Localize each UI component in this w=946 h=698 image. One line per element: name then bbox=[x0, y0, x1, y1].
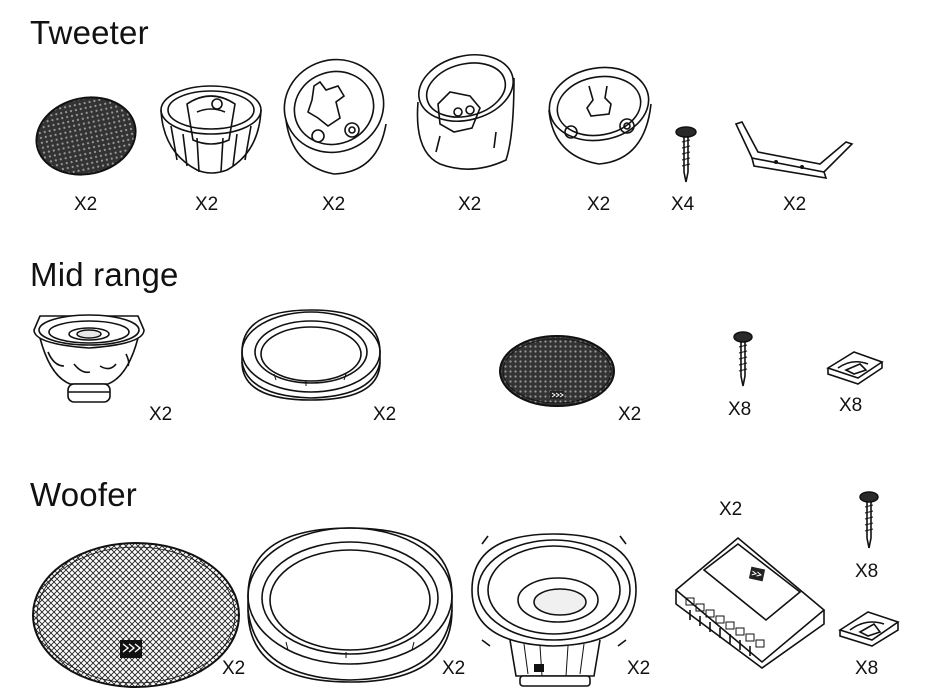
mid-range-grille-illustration bbox=[498, 334, 616, 408]
woofer-clip-qty: X8 bbox=[855, 658, 879, 679]
mid-range-driver-qty: X2 bbox=[149, 404, 173, 425]
woofer-driver-qty: X2 bbox=[627, 658, 651, 679]
woofer-screw-qty: X8 bbox=[855, 561, 879, 582]
woofer-ring-illustration bbox=[246, 524, 454, 686]
mid-range-ring-qty: X2 bbox=[373, 404, 397, 425]
tweeter-title: Tweeter bbox=[30, 14, 149, 51]
mid-range-clip-illustration bbox=[824, 346, 886, 386]
tweeter-driver-qty: X2 bbox=[195, 194, 219, 215]
tweeter-grille-illustration bbox=[34, 96, 142, 178]
tweeter-surface-cup-illustration bbox=[545, 64, 655, 172]
woofer-title: Woofer bbox=[30, 476, 137, 513]
tweeter-surface-cup-qty: X2 bbox=[587, 194, 611, 215]
mid-range-screw-illustration bbox=[730, 330, 756, 388]
tweeter-screw-illustration bbox=[672, 124, 700, 186]
woofer-grille-illustration bbox=[30, 540, 242, 690]
mid-range-ring-illustration bbox=[240, 308, 382, 402]
woofer-driver-illustration bbox=[468, 528, 640, 690]
tweeter-bracket-illustration bbox=[728, 118, 856, 182]
tweeter-angled-cup-qty: X2 bbox=[458, 194, 482, 215]
woofer-ring-qty: X2 bbox=[442, 658, 466, 679]
mid-range-screw-qty: X8 bbox=[728, 399, 752, 420]
crossover-qty: X2 bbox=[719, 499, 743, 520]
woofer-grille-qty: X2 bbox=[222, 658, 246, 679]
tweeter-bracket-qty: X2 bbox=[783, 194, 807, 215]
tweeter-screw-qty: X4 bbox=[671, 194, 695, 215]
woofer-screw-illustration bbox=[856, 490, 882, 550]
mid-range-clip-qty: X8 bbox=[839, 395, 863, 416]
mid-range-driver-illustration bbox=[30, 304, 148, 412]
mid-range-grille-qty: X2 bbox=[618, 404, 642, 425]
tweeter-flush-cup-qty: X2 bbox=[322, 194, 346, 215]
mid-range-title: Mid range bbox=[30, 256, 179, 293]
tweeter-flush-cup-illustration bbox=[278, 56, 390, 180]
woofer-clip-illustration bbox=[836, 606, 902, 648]
tweeter-grille-qty: X2 bbox=[74, 194, 98, 215]
crossover-illustration bbox=[672, 534, 828, 670]
tweeter-angled-cup-illustration bbox=[410, 52, 518, 176]
tweeter-driver-illustration bbox=[157, 82, 265, 178]
